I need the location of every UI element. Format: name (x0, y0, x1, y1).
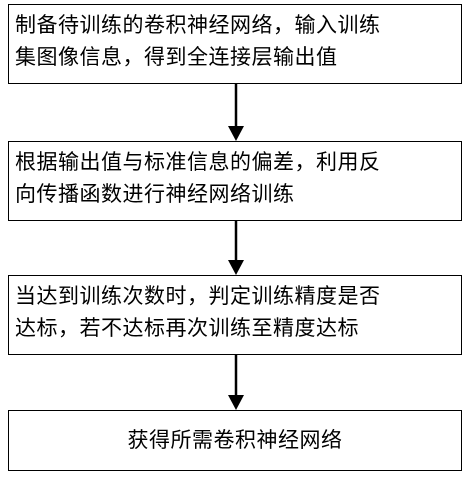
flow-step-3-line-1: 当达到训练次数时，判定训练精度是否 (15, 284, 381, 308)
flow-step-3-box: 当达到训练次数时，判定训练精度是否 达标，若不达标再次训练至精度达标 (8, 275, 462, 355)
arrow-step-2-to-3 (228, 221, 244, 275)
flow-step-3-line-2: 达标，若不达标再次训练至精度达标 (15, 316, 359, 340)
flow-step-2-line-2: 向传播函数进行神经网络训练 (15, 182, 295, 206)
flow-step-1-line-1: 制备待训练的卷积神经网络，输入训练 (15, 13, 381, 37)
flow-step-1-box: 制备待训练的卷积神经网络，输入训练 集图像信息，得到全连接层输出值 (8, 4, 462, 84)
flow-step-2-box: 根据输出值与标准信息的偏差，利用反 向传播函数进行神经网络训练 (8, 141, 462, 221)
arrow-step-1-to-2 (228, 84, 244, 141)
flow-step-4-line-1: 获得所需卷积神经网络 (127, 428, 343, 452)
arrow-step-3-to-4 (228, 355, 244, 410)
flow-step-2-line-1: 根据输出值与标准信息的偏差，利用反 (15, 150, 381, 174)
flow-step-4-box: 获得所需卷积神经网络 (8, 410, 462, 471)
flow-step-1-line-2: 集图像信息，得到全连接层输出值 (15, 45, 338, 69)
